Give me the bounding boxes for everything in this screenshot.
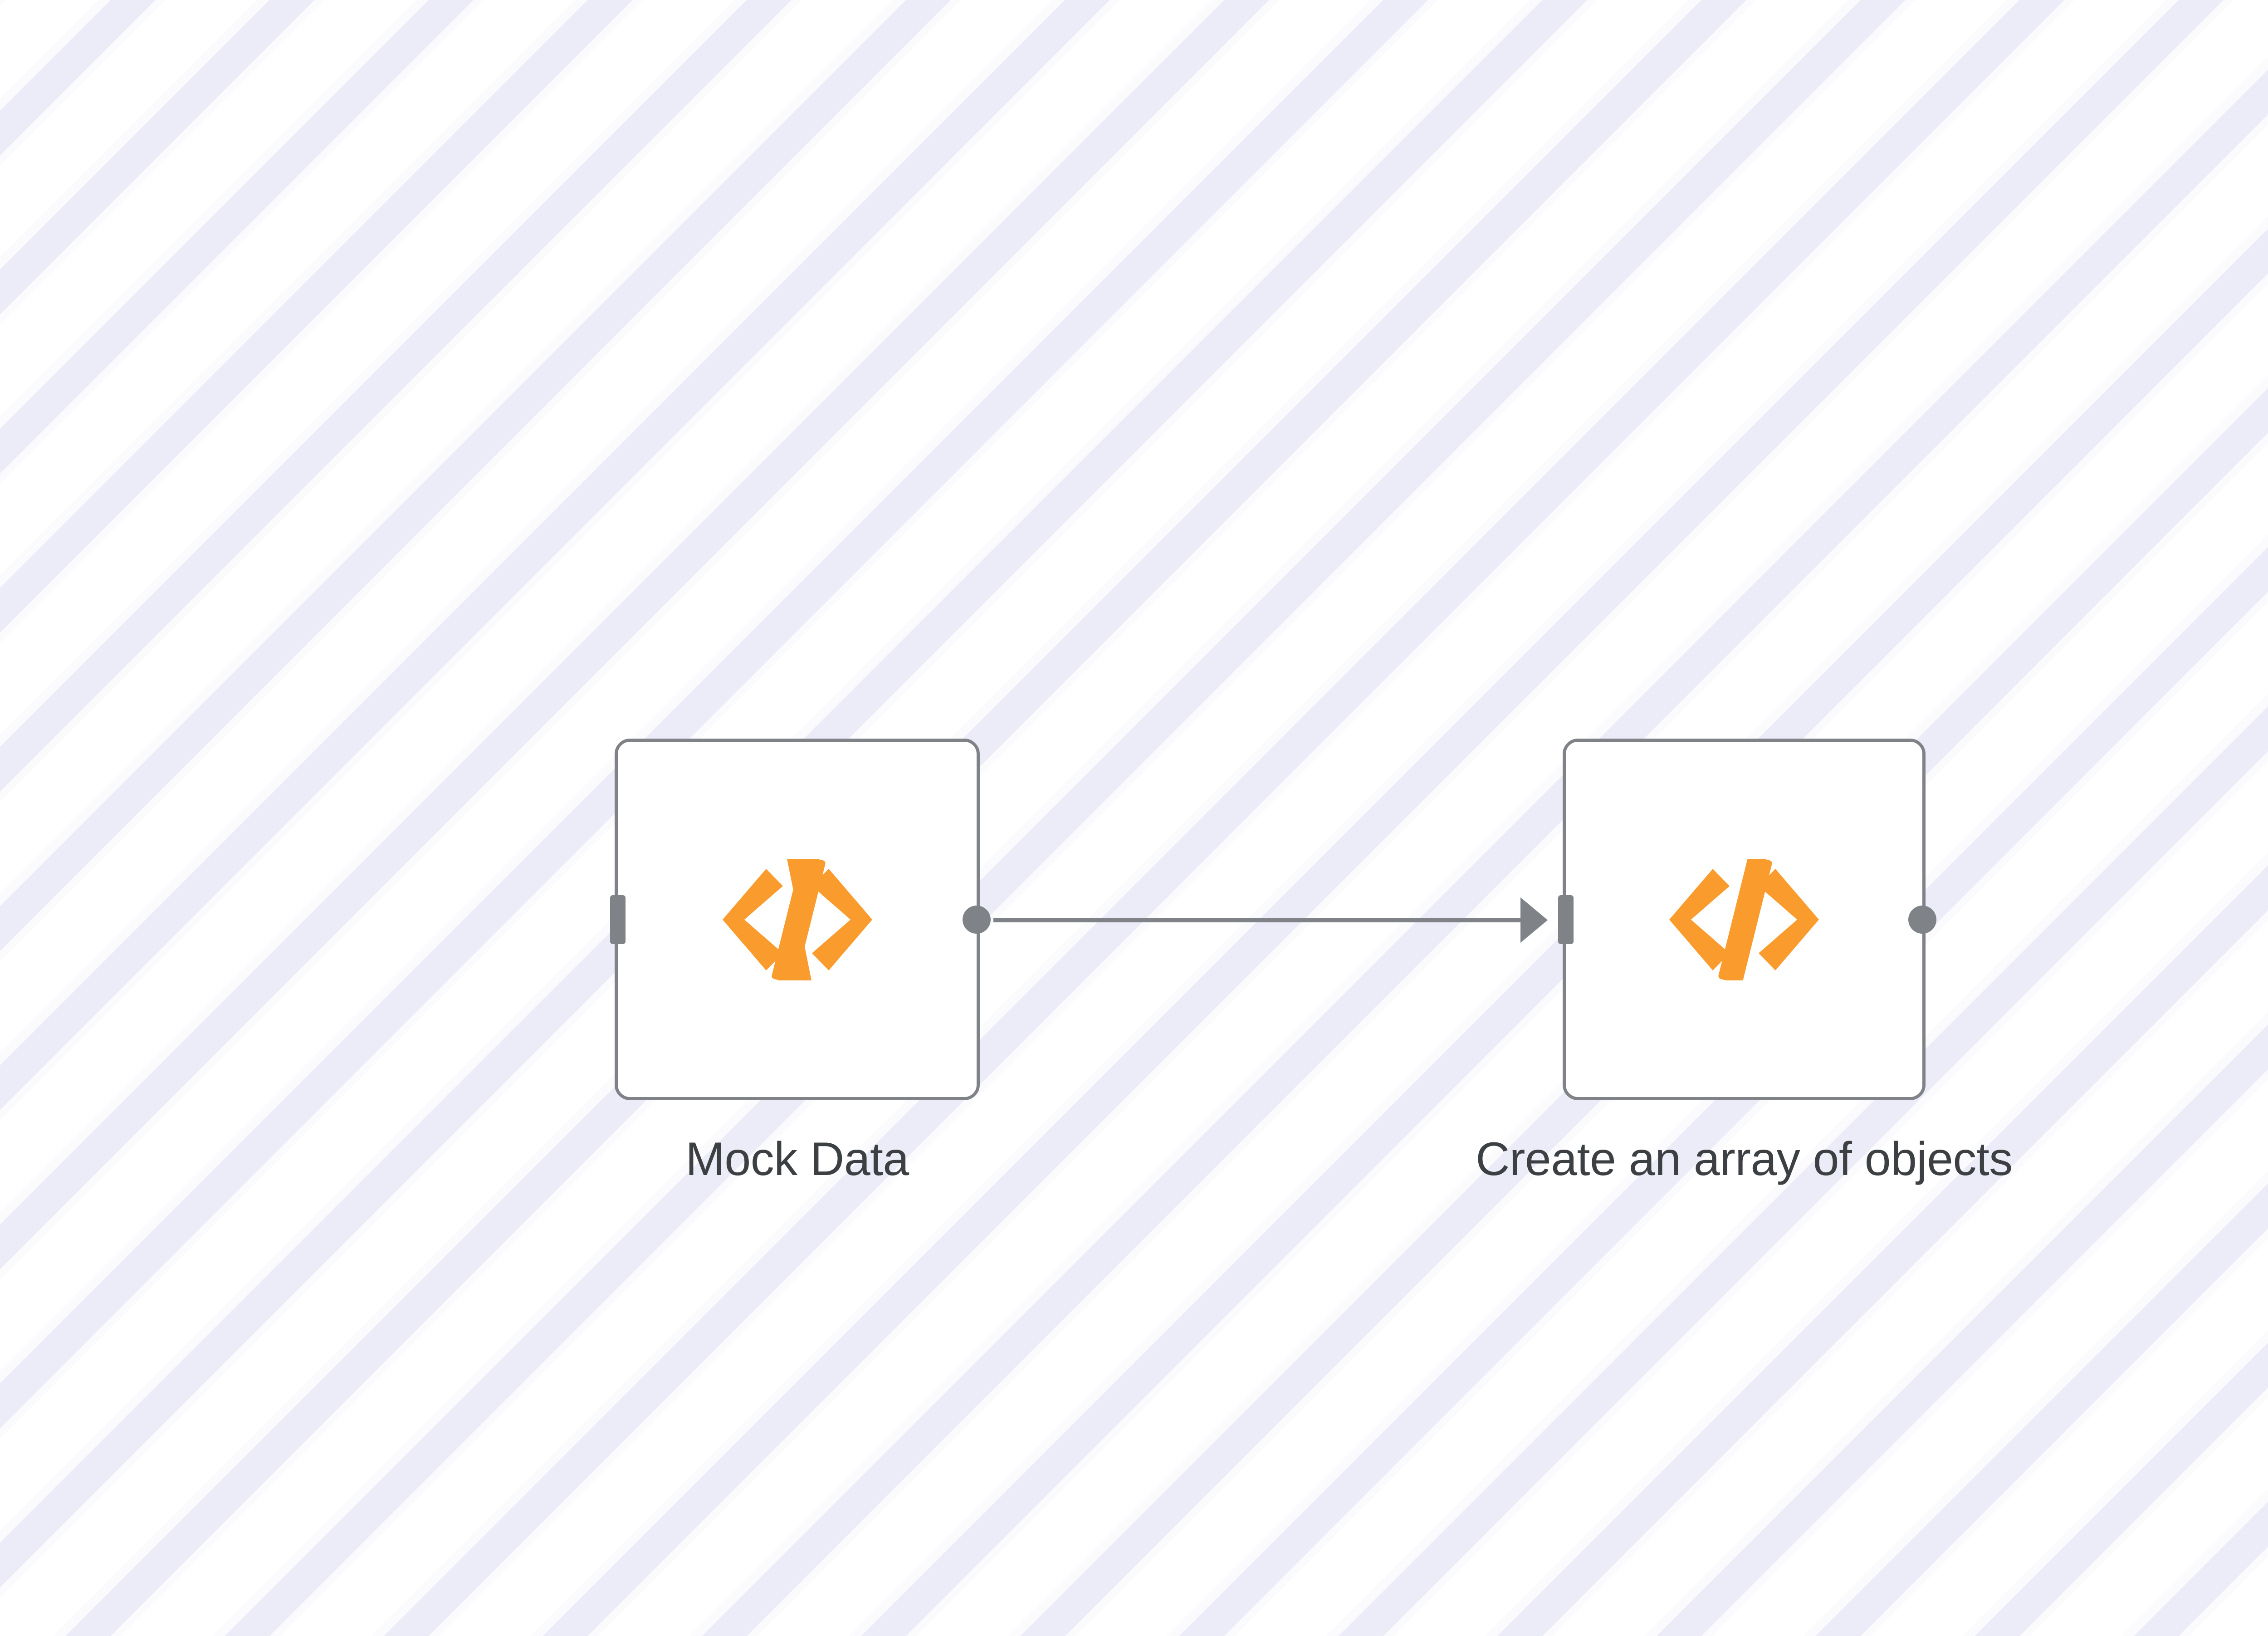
code-icon: [722, 858, 872, 980]
input-port[interactable]: [610, 895, 626, 944]
node-label: Create an array of objects: [1476, 1133, 2013, 1185]
output-port[interactable]: [963, 905, 991, 934]
output-port[interactable]: [1908, 905, 1936, 934]
node-mock-data[interactable]: Mock Data: [610, 739, 991, 1183]
node-create-an-array-of-objects[interactable]: Create an array of objects: [1476, 739, 2013, 1183]
node-body[interactable]: [1558, 739, 1936, 1100]
connection-edge[interactable]: [993, 897, 1548, 943]
node-label: Mock Data: [685, 1133, 909, 1185]
node-body[interactable]: [610, 739, 991, 1100]
code-icon: [1669, 858, 1819, 980]
input-port[interactable]: [1558, 895, 1574, 944]
edge-arrowhead-icon: [1520, 897, 1548, 943]
